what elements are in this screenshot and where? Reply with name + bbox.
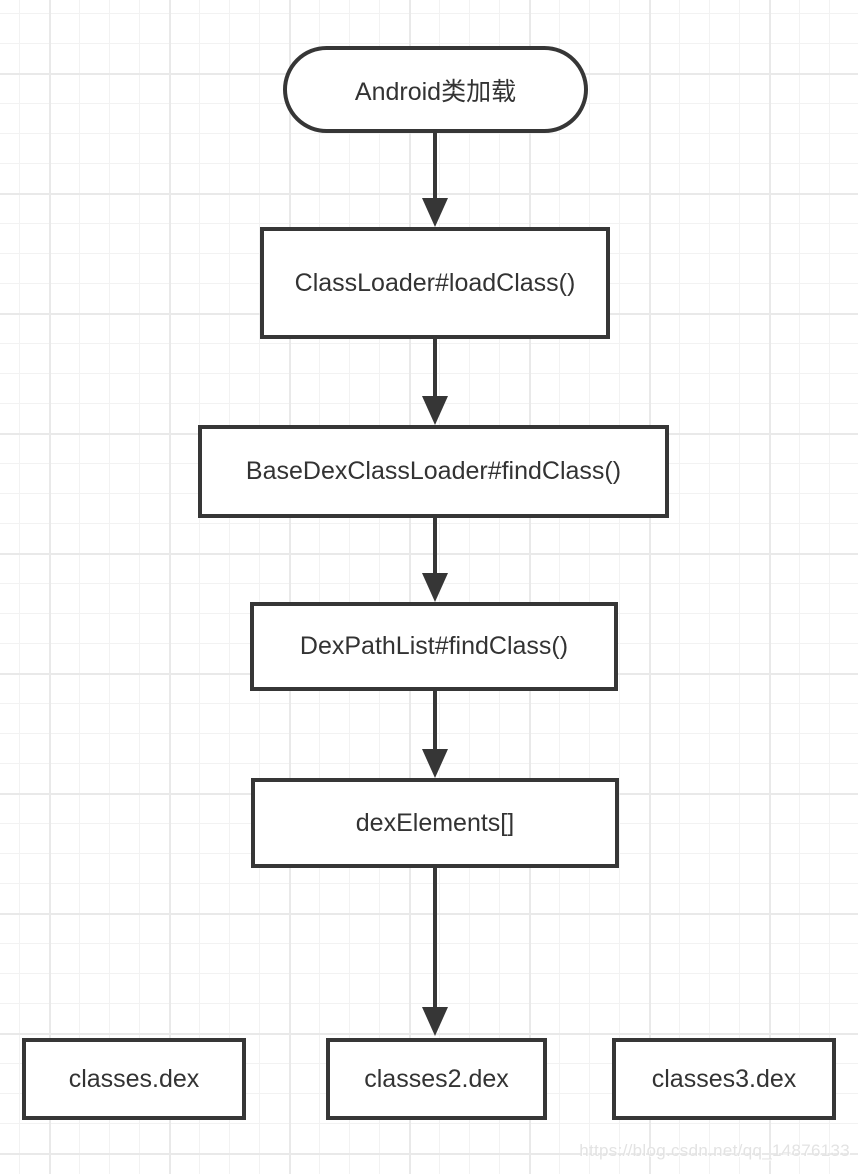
node-label: ClassLoader#loadClass() (294, 268, 576, 297)
node-label: classes.dex (68, 1064, 200, 1093)
node-label: classes3.dex (651, 1064, 797, 1093)
node-classloader-loadclass: ClassLoader#loadClass() (260, 227, 610, 339)
arrow-start-to-loadclass (422, 133, 448, 227)
node-basedexclassloader-findclass: BaseDexClassLoader#findClass() (198, 425, 669, 518)
node-dexpathlist-findclass: DexPathList#findClass() (250, 602, 618, 691)
node-label: dexElements[] (355, 808, 515, 837)
arrow-dexpathlist-to-dexelements (422, 691, 448, 778)
arrow-loadclass-to-basedex (422, 339, 448, 425)
arrow-dexelements-to-classes2 (422, 868, 448, 1036)
node-classes2-dex: classes2.dex (326, 1038, 547, 1120)
arrow-shaft (433, 133, 437, 198)
node-label: classes2.dex (364, 1064, 509, 1093)
node-label: DexPathList#findClass() (299, 632, 569, 660)
node-dexelements: dexElements[] (251, 778, 619, 868)
arrow-down-icon (422, 198, 448, 227)
arrow-shaft (433, 518, 437, 573)
node-label: Android类加载 (354, 77, 517, 106)
node-android-class-loading: Android类加载 (283, 46, 588, 133)
arrow-down-icon (422, 396, 448, 425)
arrow-basedex-to-dexpathlist (422, 518, 448, 602)
watermark-url: https://blog.csdn.net/qq_14876133 (579, 1141, 850, 1160)
arrow-down-icon (422, 1007, 448, 1036)
arrow-down-icon (422, 749, 448, 778)
node-classes3-dex: classes3.dex (612, 1038, 836, 1120)
arrow-shaft (433, 868, 437, 1007)
arrow-shaft (433, 339, 437, 396)
arrow-down-icon (422, 573, 448, 602)
arrow-shaft (433, 691, 437, 749)
node-label: BaseDexClassLoader#findClass() (245, 457, 622, 485)
node-classes-dex: classes.dex (22, 1038, 246, 1120)
